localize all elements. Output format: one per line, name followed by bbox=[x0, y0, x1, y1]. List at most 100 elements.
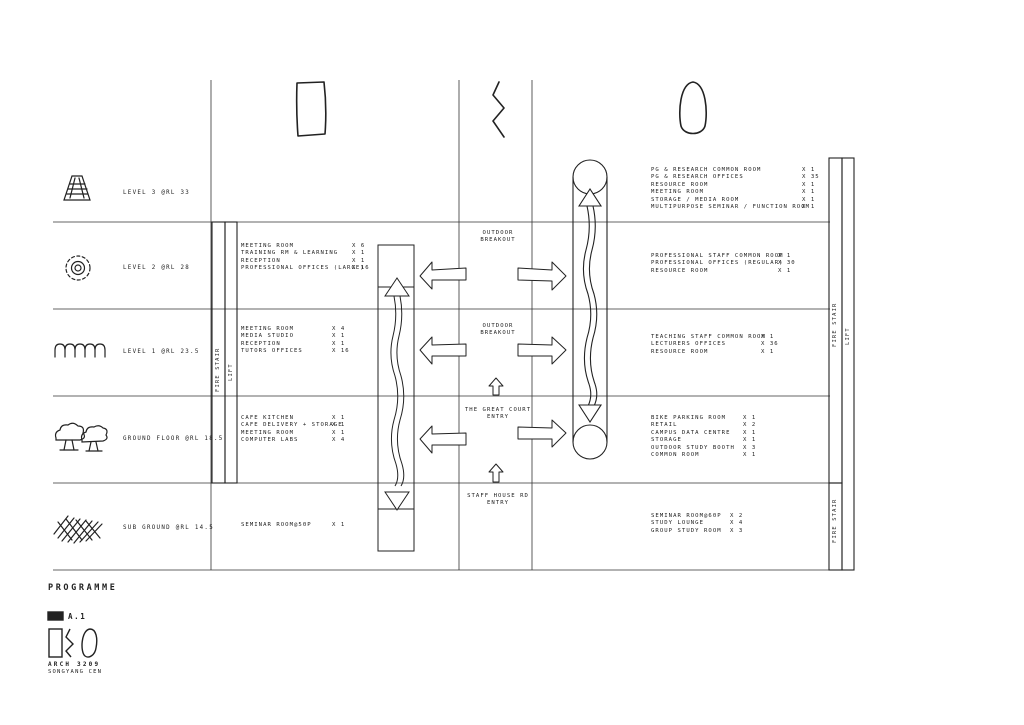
sheet-number: A.1 bbox=[68, 612, 87, 621]
room-name: MEETING ROOM bbox=[651, 189, 705, 196]
room-name: STUDY LOUNGE bbox=[651, 520, 705, 527]
room-qty: X 16 bbox=[352, 265, 370, 272]
outdoor-breakout-label: OUTDOOR BREAKOUT bbox=[468, 230, 528, 245]
room-qty: X 1 bbox=[778, 267, 792, 274]
room-qty: X 1 bbox=[352, 250, 366, 257]
room-qty: X 1 bbox=[802, 181, 816, 188]
lift-core-right bbox=[841, 157, 855, 571]
room-name: LECTURERS OFFICES bbox=[651, 341, 727, 348]
room-name: STORAGE bbox=[651, 437, 682, 444]
right-qty-sub: X 2 X 4 X 3 bbox=[730, 513, 743, 535]
room-qty: X 1 bbox=[743, 437, 757, 444]
vertical-squiggle-arrow bbox=[390, 295, 405, 487]
room-name: RECEPTION bbox=[241, 257, 281, 264]
label-line: BREAKOUT bbox=[480, 330, 516, 337]
right-qty-ground: X 1 X 2 X 1 X 1 X 3 X 1 bbox=[743, 415, 756, 459]
room-qty: X 1 bbox=[332, 333, 346, 340]
arrow-head-up bbox=[384, 277, 410, 297]
label-line: THE GREAT COURT bbox=[464, 407, 532, 413]
right-rooms-ground: BIKE PARKING ROOM RETAIL CAMPUS DATA CEN… bbox=[651, 415, 735, 459]
ground-floor-label: GROUND FLOOR @RL 18.5 bbox=[123, 436, 224, 442]
left-qty-level2: X 6 X 1 X 1 X 16 bbox=[352, 243, 370, 273]
room-qty: X 2 bbox=[730, 513, 744, 519]
entry-arrow-up-icon bbox=[488, 463, 504, 483]
arrow-head-up bbox=[577, 187, 603, 207]
room-qty: X 35 bbox=[802, 174, 820, 181]
room-qty: X 36 bbox=[761, 341, 779, 348]
room-qty: X 4 bbox=[332, 326, 346, 332]
room-name: COMPUTER LABS bbox=[241, 437, 299, 444]
room-name: PROFESSIONAL OFFICES (REGULAR) bbox=[651, 260, 784, 267]
right-rooms-level1: TEACHING STAFF COMMON ROOM LECTURERS OFF… bbox=[651, 334, 766, 356]
room-name: RESOURCE ROOM bbox=[651, 181, 709, 188]
room-name: MEDIA STUDIO bbox=[241, 333, 295, 340]
oval-symbol-icon bbox=[678, 81, 708, 135]
left-rooms-level1: MEETING ROOM MEDIA STUDIO RECEPTION TUTO… bbox=[241, 326, 303, 356]
lift-core-left bbox=[224, 221, 238, 484]
room-qty: X 1 bbox=[332, 422, 346, 429]
room-name: PG & RESEARCH COMMON ROOM bbox=[651, 167, 762, 173]
right-qty-level1: X 1 X 36 X 1 bbox=[761, 334, 779, 356]
arrow-head-down bbox=[577, 404, 603, 424]
room-qty: X 4 bbox=[332, 437, 346, 444]
room-qty: X 3 bbox=[730, 527, 744, 534]
logo-oval bbox=[81, 628, 98, 658]
room-qty: X 1 bbox=[802, 167, 816, 173]
room-name: STORAGE / MEDIA ROOM bbox=[651, 196, 740, 203]
room-name: PG & RESEARCH OFFICES bbox=[651, 174, 744, 181]
left-qty-sub: X 1 bbox=[332, 522, 345, 529]
lamp-icon bbox=[63, 175, 91, 201]
lift-label-right: LIFT bbox=[845, 327, 851, 345]
left-qty-ground: X 1 X 1 X 1 X 4 bbox=[332, 415, 345, 445]
author-name: SONGYANG CEN bbox=[48, 669, 103, 675]
fire-stair-label-left: FIRE STAIR bbox=[215, 347, 221, 392]
room-name: RESOURCE ROOM bbox=[651, 348, 709, 355]
rectangle-symbol-icon bbox=[295, 81, 327, 137]
target-icon bbox=[65, 255, 91, 281]
fire-stair-core-right-sub bbox=[828, 482, 843, 571]
room-qty: X 4 bbox=[730, 520, 744, 527]
footer-logo-icon bbox=[47, 611, 98, 658]
room-qty: X 1 bbox=[761, 348, 775, 355]
room-qty: X 1 bbox=[332, 429, 346, 436]
left-qty-level1: X 4 X 1 X 1 X 16 bbox=[332, 326, 350, 356]
right-rooms-level3: PG & RESEARCH COMMON ROOM PG & RESEARCH … bbox=[651, 167, 810, 211]
arrow-head-down bbox=[384, 491, 410, 511]
right-rooms-sub: SEMINAR ROOM@60P STUDY LOUNGE GROUP STUD… bbox=[651, 513, 722, 535]
left-rooms-sub: SEMINAR ROOM@50P bbox=[241, 522, 312, 529]
left-rooms-ground: CAFE KITCHEN CAFE DELIVERY + STORAGE MEE… bbox=[241, 415, 343, 445]
room-name: TRAINING RM & LEARNING bbox=[241, 250, 339, 257]
fire-stair-label-right: FIRE STAIR bbox=[832, 302, 838, 347]
page-title: PROGRAMME bbox=[48, 583, 118, 593]
staff-house-entry-label: STAFF HOUSE RD ENTRY bbox=[462, 493, 534, 508]
arrow-left-icon bbox=[419, 336, 467, 365]
room-name: OUTDOOR STUDY BOOTH bbox=[651, 444, 735, 451]
arrow-left-icon bbox=[419, 425, 467, 454]
room-name: MEETING ROOM bbox=[241, 429, 295, 436]
room-qty: X 2 bbox=[743, 422, 757, 429]
room-name: TEACHING STAFF COMMON ROOM bbox=[651, 334, 766, 340]
room-name: MEETING ROOM bbox=[241, 326, 295, 332]
great-court-entry-label: THE GREAT COURT ENTRY bbox=[462, 407, 534, 422]
vertical-squiggle-arrow bbox=[582, 205, 598, 407]
logo-rectangle bbox=[48, 628, 63, 658]
room-qty: X 1 bbox=[778, 253, 792, 259]
room-qty: X 1 bbox=[743, 415, 757, 421]
fire-stair-label-right-sub: FIRE STAIR bbox=[832, 498, 838, 543]
room-name: COMMON ROOM bbox=[651, 451, 700, 458]
outdoor-breakout-label: OUTDOOR BREAKOUT bbox=[468, 323, 528, 338]
room-qty: X 1 bbox=[743, 429, 757, 436]
room-name: RESOURCE ROOM bbox=[651, 267, 709, 274]
label-line: BREAKOUT bbox=[480, 237, 516, 244]
room-qty: X 3 bbox=[743, 444, 757, 451]
room-qty: X 1 bbox=[802, 196, 816, 203]
lower-block bbox=[377, 508, 415, 552]
right-rooms-level2: PROFESSIONAL STAFF COMMON ROOM PROFESSIO… bbox=[651, 253, 784, 275]
entry-arrow-up-icon bbox=[488, 377, 504, 396]
label-line: STAFF HOUSE RD bbox=[467, 493, 529, 499]
label-line: OUTDOOR bbox=[482, 323, 514, 329]
sub-ground-label: SUB GROUND @RL 14.5 bbox=[123, 525, 215, 531]
label-line: ENTRY bbox=[486, 414, 510, 421]
room-name: PROFESSIONAL STAFF COMMON ROOM bbox=[651, 253, 784, 259]
